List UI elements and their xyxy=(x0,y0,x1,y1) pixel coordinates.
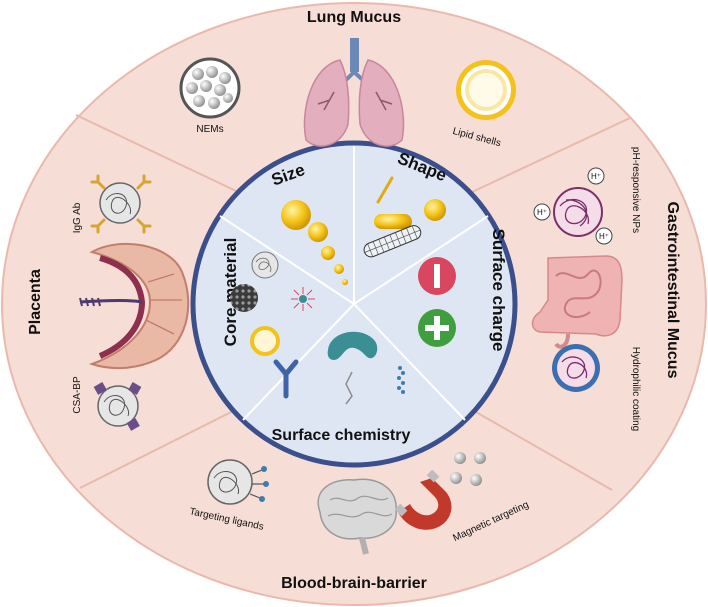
polymer-icon xyxy=(397,366,405,394)
lungs-icon xyxy=(303,38,405,147)
bbb-title: Blood-brain-barrier xyxy=(281,575,427,592)
ion-label: H⁺ xyxy=(537,208,547,217)
antibody-icon xyxy=(273,359,299,399)
brain-icon xyxy=(317,478,397,555)
polymer-np-icon xyxy=(251,251,279,279)
hydrophilic-label: Hydrophilic coating xyxy=(630,347,641,432)
igg-np-icon xyxy=(90,174,152,234)
protein-icon xyxy=(327,331,378,360)
charge-icons xyxy=(418,257,456,347)
liposome-icon xyxy=(250,326,280,356)
csa-bp-label: CSA-BP xyxy=(72,376,83,414)
ion-label: H⁺ xyxy=(599,232,609,241)
nanoparticle-icon xyxy=(321,246,335,260)
outer-dividers xyxy=(75,114,631,491)
placenta-title: Placenta xyxy=(27,269,44,335)
nanoparticle-icon xyxy=(342,279,348,285)
hydrophilic-np-icon xyxy=(552,344,600,392)
hydrogen-ion-icon: H⁺ H⁺ H⁺ xyxy=(533,167,613,245)
lung-title: Lung Mucus xyxy=(307,9,401,26)
micelle-icon xyxy=(291,287,315,311)
shape-icons xyxy=(363,176,446,258)
ph-np-label: pH-responsive NPs xyxy=(630,147,641,233)
chemistry-icons xyxy=(273,331,405,405)
size-spheres xyxy=(281,200,348,285)
plus-icon xyxy=(418,309,456,347)
igg-label: IgG Ab xyxy=(72,202,83,233)
peg-chain-icon xyxy=(345,371,353,405)
magnetic-np-icon xyxy=(450,452,486,486)
capsule-icon xyxy=(374,214,412,229)
lipid-shell-icon xyxy=(456,60,516,120)
core-material-label: Core material xyxy=(221,238,240,347)
placenta-icon xyxy=(79,242,190,370)
nems-icon xyxy=(179,57,241,119)
nanoparticle-icon xyxy=(424,199,446,221)
surface-chemistry-label: Surface chemistry xyxy=(272,427,411,444)
rod-icon xyxy=(376,176,394,204)
ph-np-icon xyxy=(553,187,603,237)
nems-label: NEMs xyxy=(196,124,223,135)
core-icons xyxy=(230,251,315,356)
minus-icon xyxy=(418,257,456,295)
magnet-icon xyxy=(394,469,452,530)
ion-label: H⁺ xyxy=(591,172,601,181)
intestine-icon xyxy=(531,255,623,349)
nanoparticle-icon xyxy=(334,264,344,274)
gi-title: Gastrointestinal Mucus xyxy=(664,202,681,379)
nanoparticle-icon xyxy=(281,200,311,230)
nanoparticle-icon xyxy=(308,222,328,242)
surface-charge-label: Surface charge xyxy=(489,229,508,352)
targeting-np-icon xyxy=(207,459,269,505)
porous-np-icon xyxy=(230,284,258,312)
nanotube-icon xyxy=(363,225,422,258)
csa-bp-np-icon xyxy=(93,382,142,431)
